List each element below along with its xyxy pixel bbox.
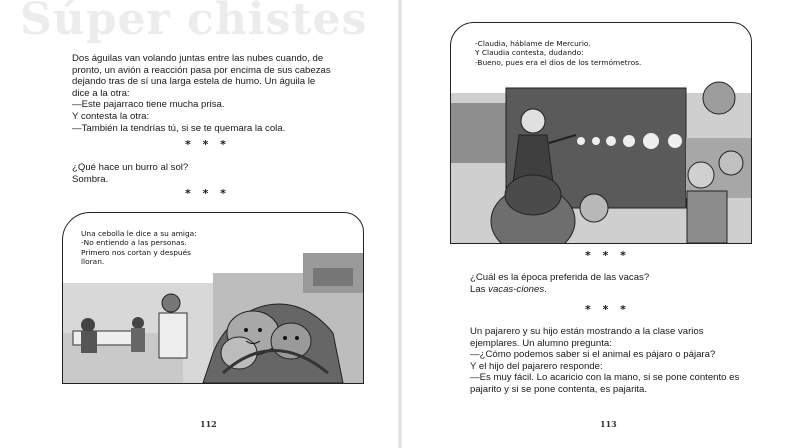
comic-panel-classroom: -Claudia, háblame de Mercurio. Y Claudia… <box>450 22 752 244</box>
joke-donkey-question: ¿Qué hace un burro al sol? <box>72 162 189 173</box>
comic-panel-onions: Una cebolla le dice a su amiga: -No enti… <box>62 212 364 384</box>
joke-cows: ¿Cuál es la época preferida de las vacas… <box>470 272 740 295</box>
separator-stars: * * * <box>585 303 630 316</box>
joke-cows-answer-prefix: Las <box>470 283 489 295</box>
joke-birdkeeper-intro: Un pajarero y su hijo están mostrando a … <box>470 326 704 349</box>
joke-cows-answer: Las vacas-ciones. <box>470 284 740 296</box>
joke-donkey: ¿Qué hace un burro al sol? Sombra. <box>72 162 332 185</box>
joke-eagles-line1: —Este pajarraco tiene mucha prisa. <box>72 99 225 111</box>
comic-classroom-line1: -Claudia, háblame de Mercurio. <box>475 39 591 48</box>
separator-stars: * * * <box>585 249 630 262</box>
joke-birdkeeper-line3: —Es muy fácil. Lo acaricio con la mano, … <box>470 372 740 395</box>
joke-cows-answer-italic: vacas-ciones <box>488 283 545 295</box>
joke-birdkeeper-line2: Y el hijo del pajarero responde: <box>470 360 603 372</box>
joke-cows-answer-suffix: . <box>544 283 547 295</box>
separator-stars: * * * <box>185 138 230 151</box>
page-number-right: 113 <box>600 419 617 429</box>
joke-eagles-intro: Dos águilas van volando juntas entre las… <box>72 53 331 99</box>
comic-caption-classroom: -Claudia, háblame de Mercurio. Y Claudia… <box>475 39 641 67</box>
comic-onions-line1: Una cebolla le dice a su amiga: <box>81 229 197 238</box>
header-watermark-title: Súper chistes <box>20 0 368 45</box>
joke-cows-question: ¿Cuál es la época preferida de las vacas… <box>470 272 650 283</box>
separator-stars: * * * <box>185 187 230 200</box>
comic-illustration-classroom <box>451 81 751 243</box>
comic-onions-line2: -No entiendo a las personas. <box>81 238 187 248</box>
joke-eagles: Dos águilas van volando juntas entre las… <box>72 53 334 134</box>
joke-eagles-line3: —También la tendrías tú, si se te quemar… <box>72 122 286 134</box>
left-page: Súper chistes Dos águilas van volando ju… <box>20 0 368 429</box>
comic-onions-line4: lloran. <box>81 257 105 267</box>
joke-birdkeeper-line1: —¿Cómo podemos saber si el animal es páj… <box>470 349 716 361</box>
joke-donkey-answer: Sombra. <box>72 173 109 185</box>
comic-classroom-line3: -Bueno, pues era el dios de los termómet… <box>475 57 642 67</box>
comic-illustration-kitchen <box>63 253 363 383</box>
comic-classroom-line2: Y Claudia contesta, dudando: <box>475 48 584 58</box>
joke-birdkeeper: Un pajarero y su hijo están mostrando a … <box>470 326 742 396</box>
comic-onions-line3: Primero nos cortan y después <box>81 247 191 257</box>
book-gutter <box>398 0 402 448</box>
right-page: -Claudia, háblame de Mercurio. Y Claudia… <box>400 0 800 448</box>
page-number-left: 112 <box>200 419 217 429</box>
comic-caption-onions: Una cebolla le dice a su amiga: -No enti… <box>81 229 197 267</box>
joke-eagles-line2: Y contesta la otra: <box>72 110 150 122</box>
